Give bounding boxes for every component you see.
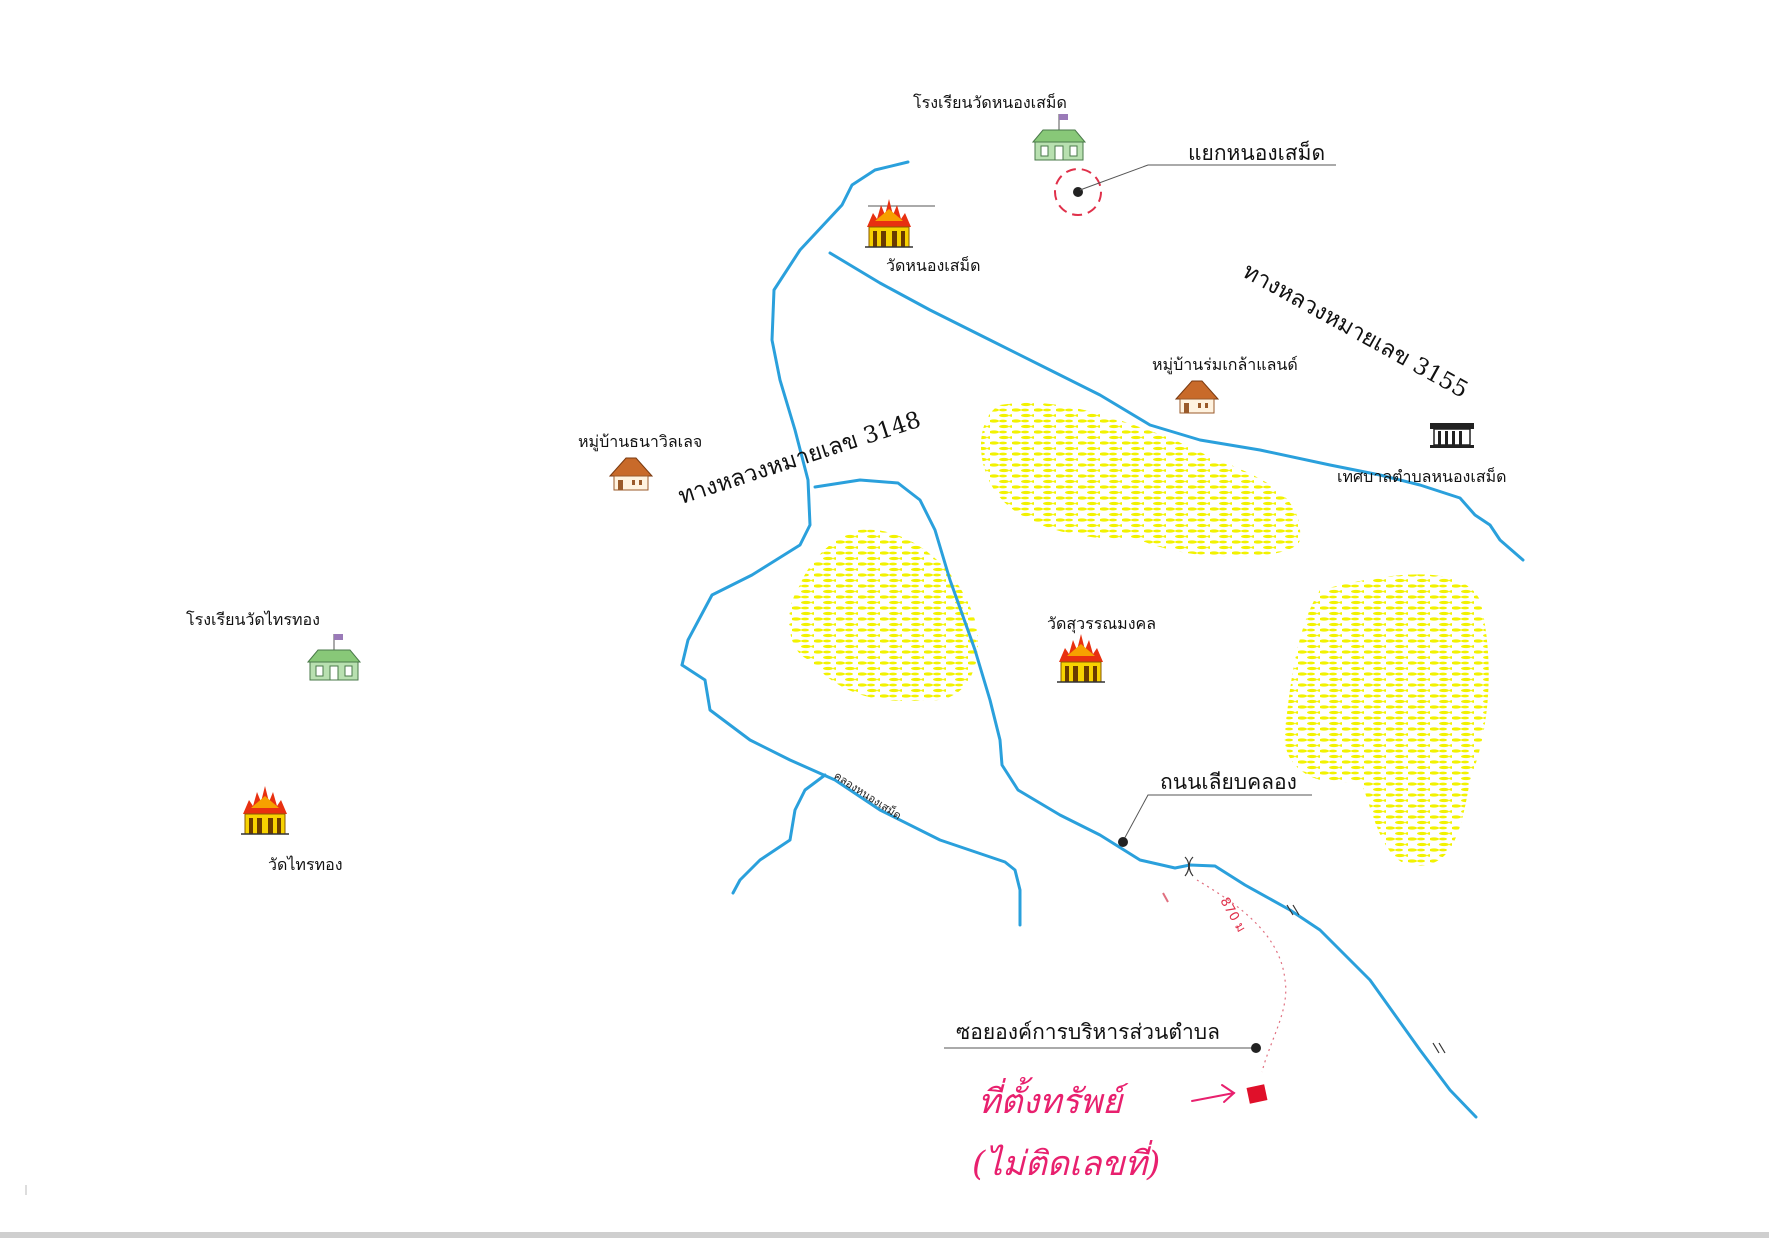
label-school-nong-samet: โรงเรียนวัดหนองเสม็ด: [913, 93, 1067, 112]
label-village-rom-klao: หมู่บ้านร่มเกล้าแลนด์: [1152, 355, 1298, 374]
road-highway-3155: [828, 251, 1525, 562]
label-municipality: เทศบาลตำบลหนองเสม็ด: [1337, 467, 1507, 486]
house-icon: [609, 457, 653, 491]
municipal-building-icon: [1429, 422, 1475, 449]
label-soi-obt: ซอยองค์การบริหารส่วนตำบล: [956, 1020, 1220, 1044]
handwritten-property-location: ที่ตั้งทรัพย์: [978, 1082, 1123, 1122]
property-marker-icon: [1246, 1084, 1268, 1104]
house-icon: [1175, 380, 1219, 414]
handwritten-no-house-number: (ไม่ติดเลขที่): [972, 1144, 1161, 1184]
temple-icon: [1056, 633, 1106, 683]
label-village-thana: หมู่บ้านธนาวิลเลจ: [578, 432, 703, 451]
canal-branch-south: [731, 773, 827, 895]
label-canal-road: ถนนเลียบคลอง: [1160, 770, 1297, 794]
label-temple-nong-samet: วัดหนองเสม็ด: [886, 256, 981, 275]
distance-dotted-path: [1196, 879, 1287, 1073]
school-icon: [1032, 113, 1086, 161]
label-junction-nong-samet: แยกหนองเสม็ด: [1188, 141, 1326, 165]
school-icon: [307, 633, 361, 681]
scan-edge: [0, 1232, 1769, 1238]
junction-circle: [1054, 168, 1102, 216]
road-canal-side: [813, 478, 1478, 1119]
temple-icon: [240, 785, 290, 835]
scan-mark: [25, 1185, 27, 1195]
label-temple-thai-thong: วัดไทรทอง: [268, 855, 343, 874]
canal-road-west: [680, 160, 910, 667]
canal-nong-samet: [680, 663, 1022, 927]
label-school-thai-thong: โรงเรียนวัดไทรทอง: [186, 610, 320, 629]
rice-field-pattern: [789, 402, 1489, 866]
label-temple-suwan: วัดสุวรรณมงคล: [1047, 614, 1157, 633]
arrow-icon: [1191, 1084, 1236, 1103]
